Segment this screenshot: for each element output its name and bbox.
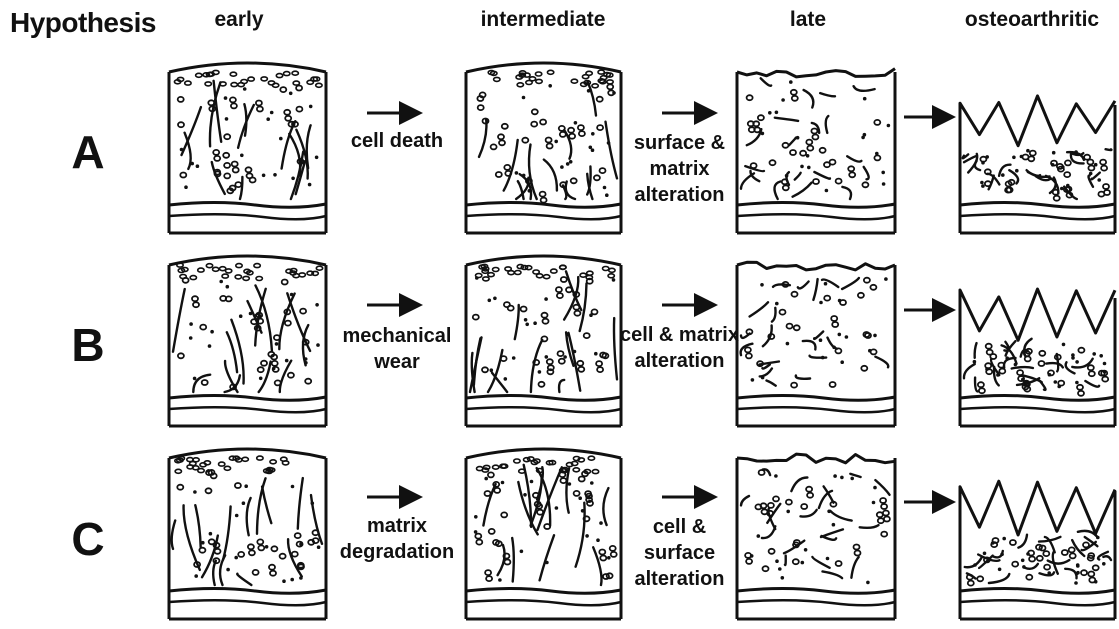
cartilage-panel-c-1 — [169, 449, 326, 619]
cartilage-panel-a-2 — [466, 63, 621, 233]
cartilage-panel-b-4 — [960, 289, 1115, 426]
cartilage-panel-b-2 — [466, 256, 621, 426]
cartilage-panel-c-2 — [466, 449, 621, 619]
cartilage-panel-c-3 — [737, 454, 895, 619]
cartilage-panel-b-1 — [169, 256, 326, 426]
cartilage-panel-a-4 — [960, 96, 1115, 233]
cartilage-panel-a-1 — [169, 63, 326, 233]
cartilage-panel-c-4 — [960, 481, 1115, 619]
cartilage-panel-a-3 — [737, 69, 895, 233]
cartilage-panel-b-3 — [737, 262, 895, 426]
